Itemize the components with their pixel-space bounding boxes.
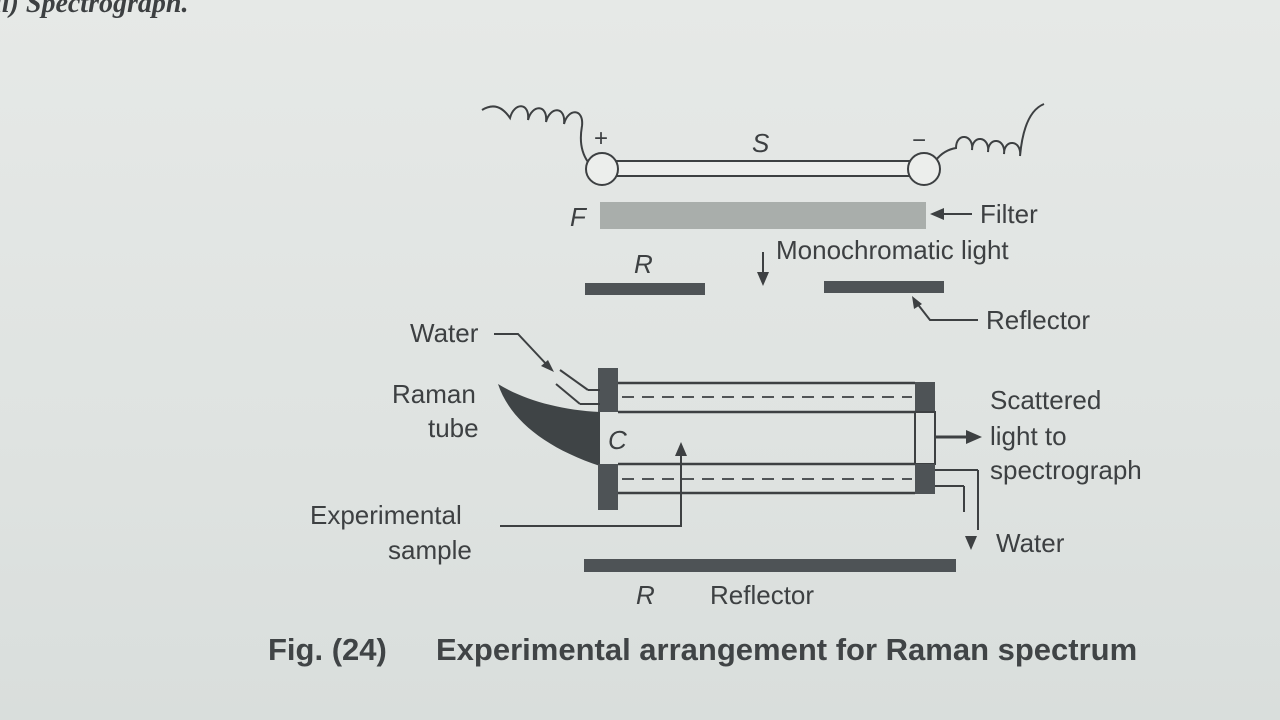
cell-letter: C: [608, 425, 627, 455]
water-inlet-tube-a: [559, 369, 589, 391]
water-inlet-callout: Water: [410, 318, 554, 372]
filter-label: Filter: [980, 199, 1038, 229]
left-coil-wire: [481, 105, 589, 163]
right-electrode-bulb: [907, 152, 941, 186]
top-reflector-group: R Monochromatic light Reflector: [585, 235, 1090, 335]
right-coil-wire: [935, 103, 1045, 161]
right-end-cap-bottom: [915, 464, 935, 494]
water-inlet-tube-b: [555, 383, 581, 405]
right-window-frame: [914, 411, 936, 465]
filter-group: F Filter: [570, 199, 1038, 232]
source-label: S: [752, 128, 770, 158]
monochromatic-light-label: Monochromatic light: [776, 235, 1009, 265]
top-reflector-pointer: [915, 301, 978, 321]
raman-tube-label-line1: Raman: [392, 379, 476, 409]
bottom-reflector-group: R Reflector: [584, 559, 956, 610]
filter-plate: [600, 202, 926, 229]
scattered-light-label-line1: Scattered: [990, 385, 1101, 415]
right-end-cap-top: [915, 382, 935, 412]
water-inlet-pointer-head: [541, 360, 554, 372]
top-reflector-left-plate: [585, 283, 705, 295]
raman-tube-label-line2: tube: [428, 413, 479, 443]
top-reflector-label: Reflector: [986, 305, 1090, 335]
left-end-cap-top: [598, 368, 618, 412]
arc-tube: [603, 160, 925, 177]
scattered-light-label-line3: spectrograph: [990, 455, 1142, 485]
section-heading: ii) Spectrograph.: [0, 0, 188, 19]
positive-terminal-label: +: [594, 125, 608, 152]
water-outlet-label: Water: [996, 528, 1065, 558]
top-reflector-letter: R: [634, 249, 653, 279]
water-outlet-arrow-head: [965, 536, 977, 550]
filter-letter: F: [570, 202, 588, 232]
figure-number: Fig. (24): [268, 632, 387, 667]
figure-title: Experimental arrangement for Raman spect…: [436, 632, 1137, 667]
water-inlet-label: Water: [410, 318, 479, 348]
scattered-light-label-line2: light to: [990, 421, 1067, 451]
bottom-reflector-label: Reflector: [710, 580, 814, 610]
mercury-arc-source: + − S: [481, 103, 1045, 186]
top-reflector-pointer-head: [912, 296, 922, 309]
raman-tube-horn: [498, 384, 600, 466]
sample-pointer-line: [500, 452, 682, 527]
monochromatic-arrow-head: [757, 272, 769, 286]
experimental-sample-label-line2: sample: [388, 535, 472, 565]
experimental-sample-label-line1: Experimental: [310, 500, 462, 530]
bottom-reflector-plate: [584, 559, 956, 572]
negative-terminal-label: −: [912, 127, 926, 154]
left-electrode-bulb: [585, 152, 619, 186]
top-reflector-right-plate: [824, 281, 944, 293]
filter-arrow-head: [930, 208, 944, 220]
scattered-light-arrow-head: [966, 430, 982, 444]
bottom-reflector-letter: R: [636, 580, 655, 610]
raman-tube-assembly: C: [498, 368, 982, 550]
sample-pointer-head: [675, 442, 687, 456]
left-end-cap-bottom: [598, 464, 618, 510]
water-inlet-pointer: [494, 333, 549, 367]
figure-caption: Fig. (24) Experimental arrangement for R…: [268, 632, 1137, 667]
